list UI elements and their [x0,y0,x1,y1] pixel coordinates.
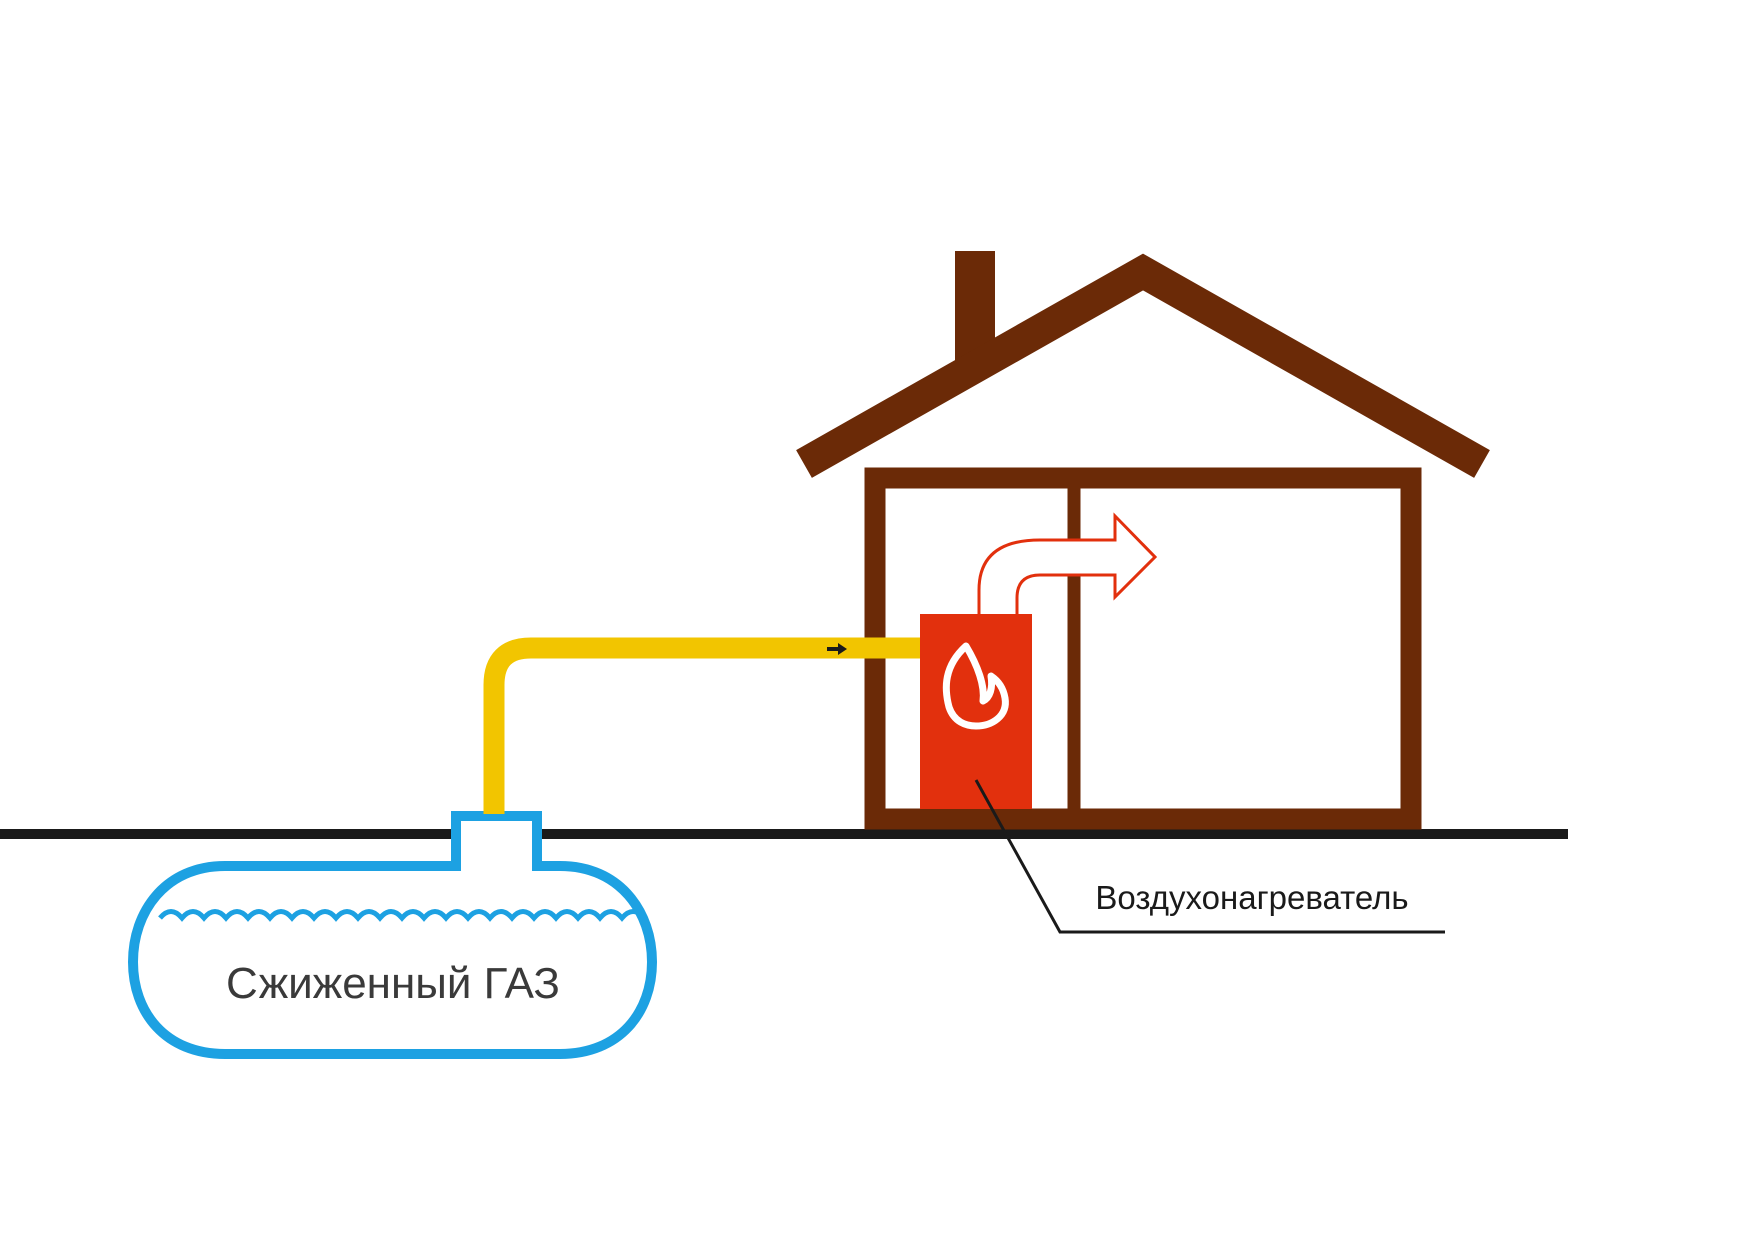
heater-leader-line [974,779,1445,934]
tank-label: Сжиженный ГАЗ [226,959,560,1008]
gas-pipe [483,637,920,814]
lpg-tank-body [127,811,658,1059]
lpg-tank: Сжиженный ГАЗ [127,811,658,1059]
flame-icon [942,642,1009,730]
air-heater-body [920,614,1032,809]
heater-label: Воздухонагреватель [1095,879,1408,916]
house-roof [796,253,1490,478]
flow-arrow-icon [827,643,847,655]
air-heater [920,614,1032,809]
lpg-heating-diagram: Сжиженный ГАЗ Воздухонагреватель [0,251,1568,1059]
house [796,251,1490,830]
gas-pipe-line [483,637,920,814]
warm-air-arrow [977,512,1158,614]
lpg-liquid-level [158,909,646,922]
